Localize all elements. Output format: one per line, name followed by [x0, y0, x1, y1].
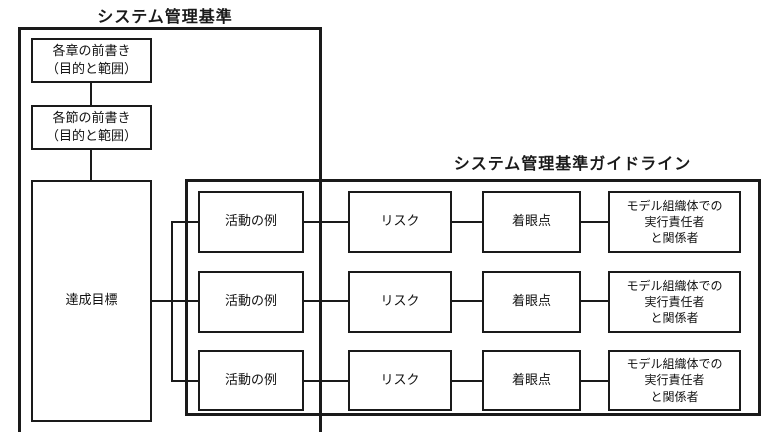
connector-goal-stub	[152, 300, 172, 302]
connector-goal-to-activity-row2	[171, 300, 199, 302]
node-risk-row2: リスク	[348, 271, 452, 333]
node-activity-row3: 活動の例	[198, 350, 304, 411]
standard-title: システム管理基準	[97, 7, 233, 26]
connector-activity-risk-row3	[303, 380, 349, 382]
node-focus-row1: 着眼点	[482, 191, 581, 253]
connector-risk-focus-row2	[451, 300, 483, 302]
connector-focus-role-row1	[580, 221, 609, 223]
node-role-row3: モデル組織体での 実行責任者 と関係者	[608, 350, 741, 411]
connector-goal-to-activity-row3	[171, 380, 199, 382]
node-risk-row1: リスク	[348, 191, 452, 253]
connector-activity-risk-row1	[303, 221, 349, 223]
connector-focus-role-row3	[580, 380, 609, 382]
node-focus-row2: 着眼点	[482, 271, 581, 333]
connector-risk-focus-row3	[451, 380, 483, 382]
node-focus-row3: 着眼点	[482, 350, 581, 411]
guideline-container-frame	[185, 179, 761, 416]
connector-goal-to-activity-row1	[171, 221, 199, 223]
node-chapter-preface: 各章の前書き （目的と範囲）	[31, 38, 152, 83]
node-risk-row3: リスク	[348, 350, 452, 411]
connector-activity-risk-row2	[303, 300, 349, 302]
node-role-row1: モデル組織体での 実行責任者 と関係者	[608, 191, 741, 253]
guideline-title: システム管理基準ガイドライン	[453, 154, 692, 173]
connector-chapter-to-section	[90, 82, 92, 106]
node-activity-row1: 活動の例	[198, 191, 304, 253]
node-section-preface: 各節の前書き （目的と範囲）	[31, 105, 152, 150]
connector-risk-focus-row1	[451, 221, 483, 223]
connector-section-to-goal	[90, 149, 92, 181]
connector-focus-role-row2	[580, 300, 609, 302]
node-role-row2: モデル組織体での 実行責任者 と関係者	[608, 271, 741, 333]
standard-container-frame	[18, 27, 322, 432]
node-goal: 達成目標	[31, 180, 152, 422]
node-activity-row2: 活動の例	[198, 271, 304, 333]
